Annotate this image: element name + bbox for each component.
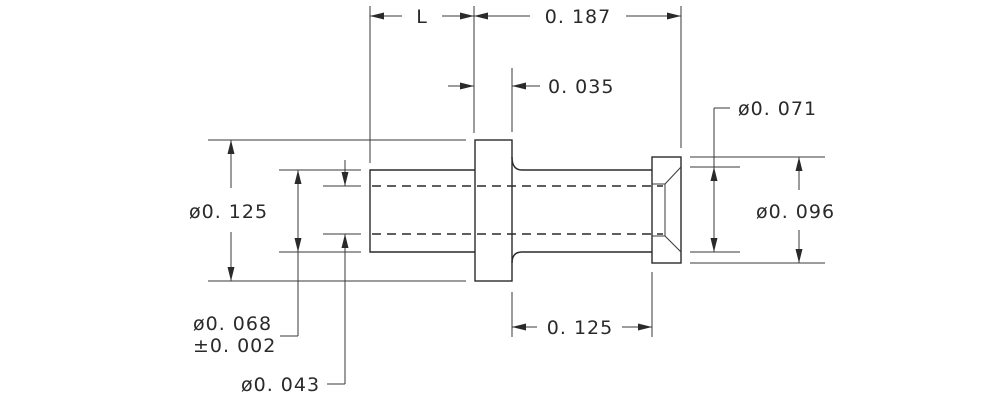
dimension-outer-diameter-label: ø0. 125 — [189, 201, 268, 223]
hidden-bore-lines — [372, 185, 663, 235]
dimension-head-diameter: ø0. 096 — [756, 157, 835, 263]
part-outline — [369, 139, 682, 282]
dimension-pin-diameter: ø0. 043 — [241, 160, 349, 396]
dimension-tail-length: 0. 125 — [512, 317, 652, 339]
dimension-overall-length-label: 0. 187 — [545, 6, 611, 28]
dimension-flange-thickness: 0. 035 — [448, 76, 614, 98]
dimension-bore-diameter-label: ø0. 068 — [193, 313, 272, 335]
extension-lines — [208, 6, 825, 337]
dimension-overall-length: 0. 187 — [474, 6, 681, 28]
dimension-head-diameter-label: ø0. 096 — [756, 201, 835, 223]
dimension-chamfer-diameter-label: ø0. 071 — [738, 98, 817, 120]
dimension-outer-diameter: ø0. 125 — [189, 140, 268, 281]
dimension-bore-diameter: ø0. 068 ±0. 002 — [193, 170, 302, 357]
dimension-tail-length-label: 0. 125 — [547, 317, 613, 339]
dimension-pin-diameter-label: ø0. 043 — [241, 374, 320, 396]
dimension-bore-tolerance-label: ±0. 002 — [193, 335, 276, 357]
dimension-flange-thickness-label: 0. 035 — [548, 76, 614, 98]
dimension-length-l: L — [370, 6, 474, 28]
dimension-l-label: L — [416, 6, 428, 28]
dimension-chamfer-diameter: ø0. 071 — [710, 98, 817, 252]
